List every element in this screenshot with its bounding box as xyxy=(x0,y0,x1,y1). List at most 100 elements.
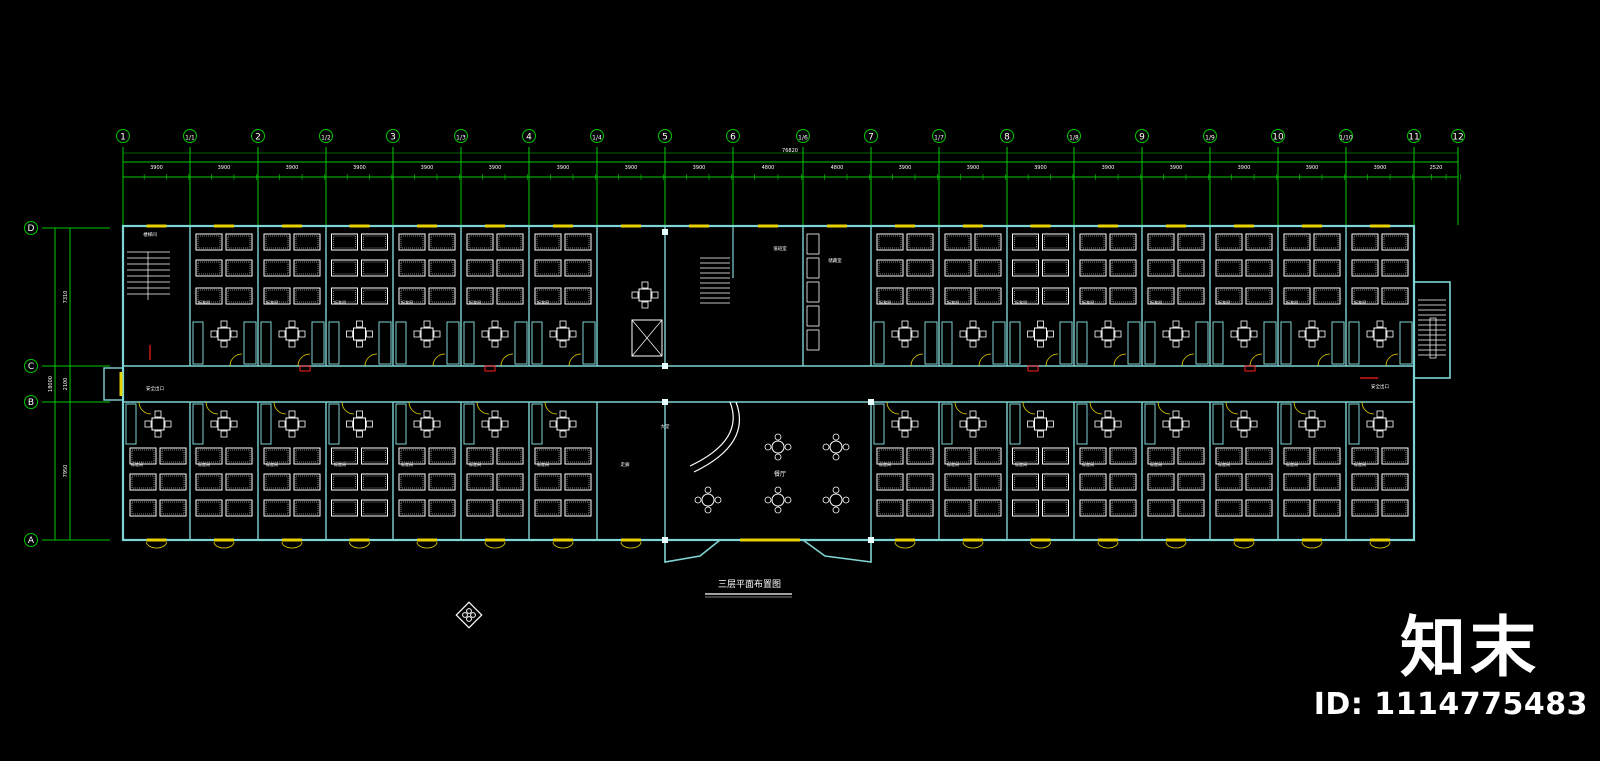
bed xyxy=(129,499,157,517)
structural-column xyxy=(868,537,874,543)
table xyxy=(353,327,366,341)
bed-cover xyxy=(333,475,356,489)
chair xyxy=(1162,330,1170,338)
bed-cover xyxy=(1353,449,1377,463)
bed xyxy=(398,287,426,305)
chair xyxy=(288,320,296,328)
bathroom-wall xyxy=(1009,403,1021,445)
bay-dimension-label: 3900 xyxy=(693,165,706,171)
bed-cover xyxy=(1285,261,1309,275)
bed xyxy=(195,499,223,517)
bed xyxy=(466,233,494,251)
chair xyxy=(1104,320,1112,328)
bed xyxy=(398,447,426,465)
room-label: 标准间 xyxy=(1286,461,1298,467)
round-table xyxy=(829,440,843,454)
bed-cover xyxy=(333,449,356,463)
round-chair xyxy=(842,443,850,451)
room-label: 安全出口 xyxy=(146,385,164,392)
bed xyxy=(1381,287,1409,305)
chair xyxy=(1172,340,1180,348)
grid-column-bubble xyxy=(116,129,130,143)
bay-dimension-label: 3900 xyxy=(489,165,502,171)
round-table xyxy=(829,493,843,507)
chair xyxy=(1047,420,1054,428)
bed-cover xyxy=(363,449,386,463)
grid-column-bubble xyxy=(932,129,946,143)
bay-dimension-label: 3900 xyxy=(150,165,163,171)
bed xyxy=(564,447,592,465)
bay-dimension-label: 2520 xyxy=(1430,165,1443,171)
chair xyxy=(549,330,557,338)
bed-cover xyxy=(878,501,902,515)
shelf xyxy=(806,257,820,279)
bed xyxy=(1283,499,1311,517)
chair xyxy=(423,410,431,418)
chair xyxy=(491,430,499,438)
window-bay xyxy=(552,541,574,549)
bed xyxy=(974,287,1002,305)
shelf xyxy=(806,281,820,303)
bed xyxy=(1109,473,1137,491)
bathroom-wall xyxy=(1144,321,1156,365)
bed-cover xyxy=(1217,501,1241,515)
bed xyxy=(974,259,1002,277)
door-swing xyxy=(364,353,378,367)
bed xyxy=(944,473,972,491)
round-table xyxy=(771,440,785,454)
room-label: 标准间 xyxy=(198,461,210,467)
bed xyxy=(293,259,321,277)
bed-cover xyxy=(1285,449,1309,463)
bathroom-wall xyxy=(1280,321,1292,365)
room-label: 标准间 xyxy=(334,461,346,467)
bed xyxy=(1283,259,1311,277)
chair xyxy=(1027,420,1034,428)
structural-column xyxy=(868,399,874,405)
chair xyxy=(491,320,499,328)
bed-cover xyxy=(265,475,289,489)
bed-cover xyxy=(1014,449,1037,463)
bathroom-wall xyxy=(1127,321,1141,365)
chair xyxy=(1308,320,1316,328)
bed xyxy=(1313,233,1341,251)
grid-column-label: 1 xyxy=(120,133,126,143)
room-label: 标准间 xyxy=(1150,299,1162,305)
room-label: 标准间 xyxy=(198,299,210,305)
bed xyxy=(1245,233,1273,251)
bed-cover xyxy=(498,501,522,515)
bed xyxy=(428,287,456,305)
bed-cover xyxy=(265,261,289,275)
bathroom-wall xyxy=(1144,403,1156,445)
window-bay xyxy=(416,541,438,549)
chair xyxy=(154,430,162,438)
bed xyxy=(195,447,223,465)
round-chair xyxy=(774,453,782,461)
bed-cover xyxy=(227,289,251,303)
chair xyxy=(1240,410,1248,418)
bed xyxy=(293,447,321,465)
grid-column-bubble xyxy=(590,129,604,143)
bay-dimension-label: 3900 xyxy=(1374,165,1387,171)
bed xyxy=(1351,473,1379,491)
bed-cover xyxy=(908,475,932,489)
chair xyxy=(979,420,987,428)
bed xyxy=(906,233,934,251)
chair xyxy=(891,420,899,428)
reception-desk xyxy=(689,401,734,467)
chair xyxy=(154,410,162,418)
chair xyxy=(1366,330,1374,338)
bed-cover xyxy=(227,449,251,463)
grid-column-bubble xyxy=(454,129,468,143)
grid-row-bubble xyxy=(24,395,38,409)
bathroom-wall xyxy=(1076,403,1088,445)
table xyxy=(1101,327,1115,341)
window-bay xyxy=(962,541,984,549)
door-swing xyxy=(1181,353,1195,367)
door-swing xyxy=(476,401,490,415)
bed-cover xyxy=(363,289,386,303)
chair xyxy=(901,320,909,328)
bed xyxy=(1109,287,1137,305)
chair xyxy=(969,410,977,418)
table xyxy=(1034,417,1047,431)
bed-cover xyxy=(400,501,424,515)
